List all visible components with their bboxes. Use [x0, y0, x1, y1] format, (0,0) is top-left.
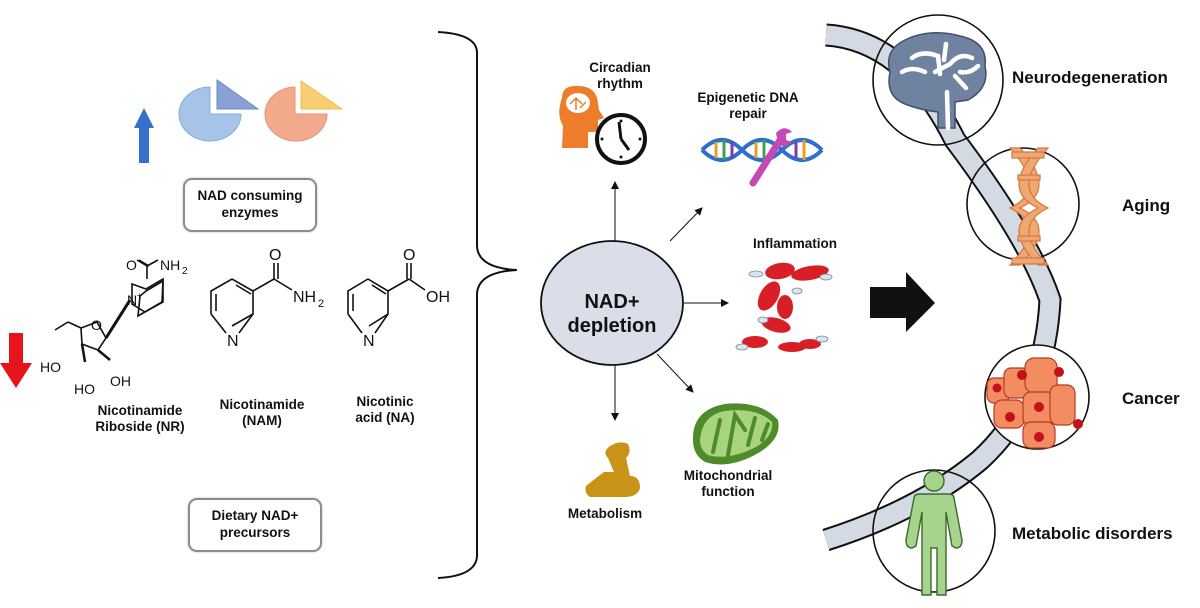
arrow-to-mitochondrial — [656, 353, 694, 393]
epigenetic-line2: repair — [729, 105, 767, 121]
molecule-label-nam: Nicotinamide(NAM) — [212, 397, 312, 429]
cancer-node — [984, 344, 1090, 450]
arrow-to-epigenetic — [669, 207, 703, 242]
atom-nh: NH — [293, 289, 316, 306]
aging-node — [966, 147, 1080, 266]
atom-n: N — [127, 292, 137, 308]
nicotinic-acid-structure — [347, 263, 426, 334]
atom-nh: NH — [160, 257, 180, 273]
atom-charge: + — [137, 291, 142, 300]
atom-sub: 2 — [318, 298, 324, 310]
outcome-label-aging: Aging — [1122, 196, 1171, 215]
circadian-line2: rhythm — [597, 75, 643, 91]
consuming-box-line2: enzymes — [221, 205, 279, 220]
na-name-line2: acid (NA) — [355, 409, 415, 425]
atom-o: O — [126, 257, 137, 273]
head-brain-icon — [559, 85, 604, 148]
nr-atom-labels: O NH 2 N + O HO HO OH — [40, 257, 188, 397]
clock-icon — [595, 113, 647, 165]
cancer-cells-icon — [986, 357, 1083, 449]
neurodegeneration-node — [872, 14, 1004, 146]
enzyme-pie-orange-icon — [264, 80, 344, 142]
atom-o: O — [403, 247, 415, 264]
hub-line2: depletion — [567, 315, 657, 337]
muscle-arm-icon — [585, 442, 640, 498]
enzyme-pie-blue-icon — [178, 79, 260, 142]
big-right-arrow-icon — [870, 272, 935, 332]
circadian-line1: Circadian — [589, 60, 651, 75]
atom-sub: 2 — [182, 266, 188, 277]
nad-depletion-label: NAD+depletion — [541, 290, 683, 338]
person-icon — [905, 470, 963, 596]
nam-name-line1: Nicotinamide — [219, 397, 305, 412]
down-arrow-icon — [0, 333, 32, 388]
wrench-icon — [749, 128, 792, 187]
outcome-label-metabolic: Metabolic disorders — [1012, 524, 1173, 543]
effect-label-inflammation: Inflammation — [745, 236, 845, 252]
nicotinamide-riboside-structure — [54, 259, 164, 363]
atom-ho-1: HO — [40, 359, 61, 375]
na-name-line1: Nicotinic — [356, 394, 414, 409]
atom-ho-2: HO — [74, 381, 95, 397]
inflammation-cells-icon — [735, 262, 833, 352]
atom-n: N — [363, 333, 375, 350]
nam-atom-labels: O NH 2 N — [227, 247, 324, 350]
metabolic-disorders-node — [872, 469, 996, 596]
nr-name-line2: Riboside (NR) — [95, 418, 185, 434]
hub-line1: NAD+ — [584, 291, 640, 313]
effect-label-metabolism: Metabolism — [555, 506, 655, 522]
dietary-precursors-box: Dietary NAD+precursors — [188, 498, 322, 552]
mitochondrial-line2: function — [701, 483, 755, 499]
consuming-box-line1: NAD consuming — [197, 188, 303, 204]
metabolism-line1: Metabolism — [567, 506, 643, 521]
epigenetic-line1: Epigenetic DNA — [697, 90, 799, 105]
outcome-label-neurodegeneration: Neurodegeneration — [1012, 68, 1168, 87]
nad-depletion-hub — [540, 240, 684, 366]
precursor-box-line2: precursors — [219, 525, 291, 540]
mitochondria-icon — [692, 403, 779, 465]
atom-o: O — [269, 247, 281, 264]
outcome-label-cancer: Cancer — [1122, 389, 1180, 408]
dna-helix-icon — [1008, 147, 1050, 266]
atom-n: N — [227, 333, 239, 350]
atom-oh: OH — [426, 289, 450, 306]
up-arrow-icon — [134, 108, 154, 163]
brain-icon — [887, 32, 987, 131]
mitochondrial-line1: Mitochondrial — [683, 468, 773, 483]
nam-name-line2: (NAM) — [242, 412, 282, 428]
nicotinamide-structure — [210, 263, 293, 334]
na-atom-labels: O OH N — [363, 247, 450, 350]
dna-repair-icon — [700, 138, 824, 162]
atom-oh-3: OH — [110, 373, 131, 389]
precursor-box-line1: Dietary NAD+ — [211, 508, 299, 524]
nr-name-line1: Nicotinamide — [97, 403, 183, 418]
inflammation-line1: Inflammation — [752, 236, 837, 251]
atom-ring-o: O — [91, 317, 102, 333]
curly-brace — [437, 31, 518, 579]
